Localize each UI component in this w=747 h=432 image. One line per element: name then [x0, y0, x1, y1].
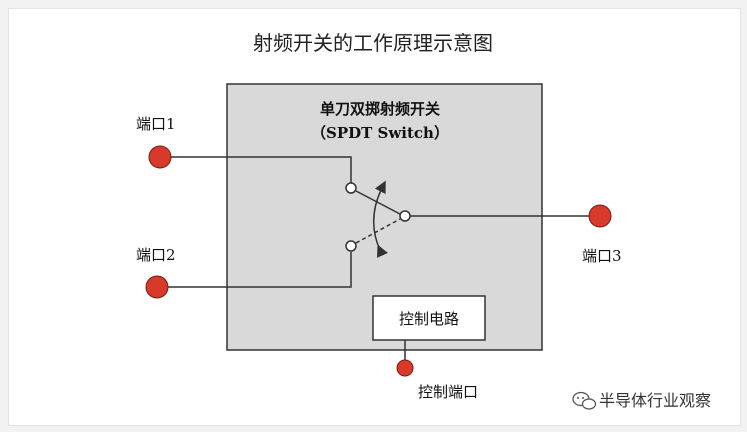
control-circuit-label: 控制电路: [399, 310, 459, 328]
switch-blade-alternate: [355, 218, 401, 244]
wechat-icon: [572, 391, 597, 410]
wire-port1: [160, 156, 352, 183]
port-3-dot: [588, 204, 612, 228]
contact-terminal-2: [345, 240, 357, 252]
port-1-label: 端口1: [136, 115, 176, 133]
port-1-dot: [148, 145, 172, 169]
control-port-dot: [396, 359, 414, 377]
wire-port2: [157, 252, 352, 288]
toggle-arrow: [372, 180, 388, 258]
diagram-title: 射频开关的工作原理示意图: [253, 31, 493, 55]
control-port-label: 控制端口: [418, 383, 478, 401]
watermark-text: 半导体行业观察: [599, 391, 711, 410]
switch-box-title: 单刀双掷射频开关: [320, 100, 440, 118]
port-3-label: 端口3: [582, 247, 622, 265]
control-circuit-box: [372, 295, 486, 341]
common-terminal: [399, 210, 411, 222]
contact-terminal-1: [345, 182, 357, 194]
port-2-label: 端口2: [136, 246, 176, 264]
switch-box-subtitle: （SPDT Switch）: [311, 124, 449, 142]
port-2-dot: [145, 275, 169, 299]
